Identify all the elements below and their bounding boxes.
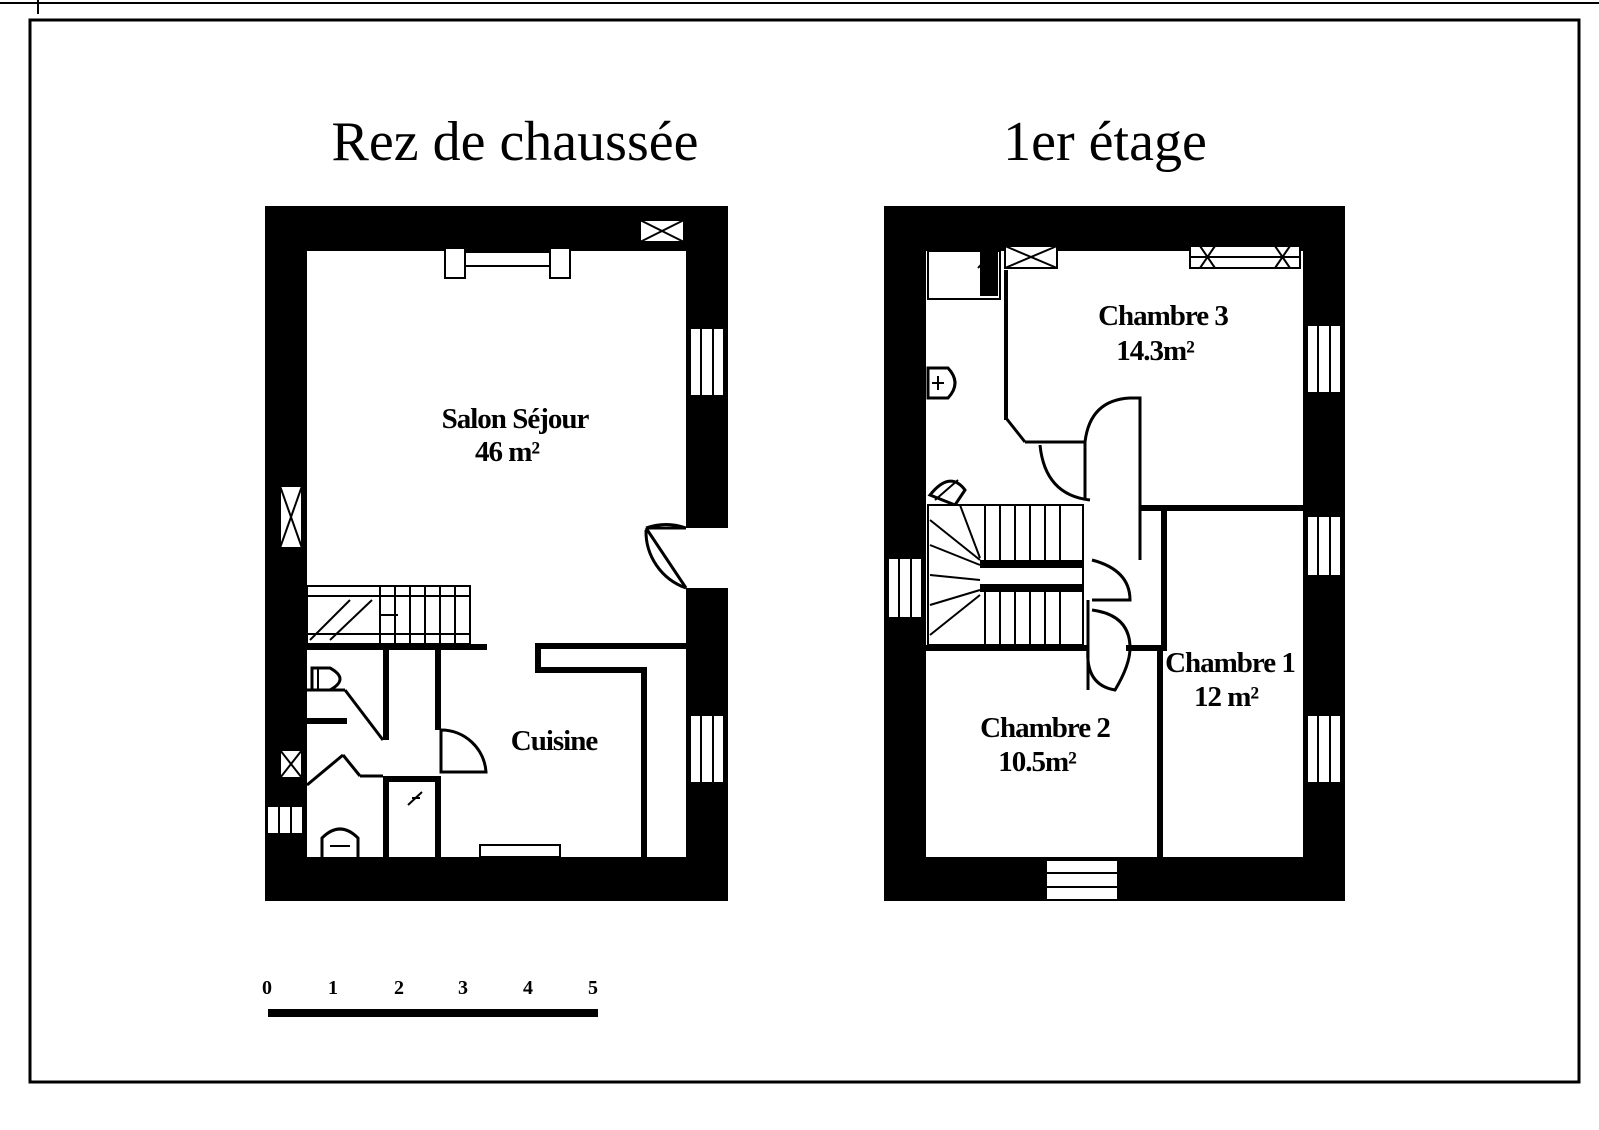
- window-icon: [689, 327, 725, 397]
- sink-icon: [927, 479, 967, 507]
- window-icon: [639, 219, 685, 243]
- room-area-chambre-2: 10.5m²: [998, 746, 1077, 778]
- window-icon: [887, 557, 923, 619]
- window-icon: [1045, 859, 1119, 901]
- window-icon: [689, 714, 725, 784]
- staircase: [927, 504, 1084, 646]
- room-label-salon: Salon Séjour: [442, 403, 590, 435]
- window-icon: [266, 805, 304, 835]
- toilet-icon: [310, 666, 342, 692]
- window-icon: [1306, 515, 1342, 577]
- scale-tick-label: 5: [588, 977, 598, 999]
- room-area-salon: 46 m²: [475, 436, 540, 468]
- shower-icon: [407, 791, 423, 806]
- shower-icon: [977, 254, 991, 269]
- room-label-cuisine: Cuisine: [511, 725, 599, 757]
- room-area-chambre-3: 14.3m²: [1116, 335, 1195, 367]
- scale-tick-label: 0: [262, 977, 272, 999]
- window-icon: [1189, 245, 1301, 269]
- window-icon: [1306, 324, 1342, 394]
- scale-tick-label: 3: [458, 977, 468, 999]
- entrance-door: [644, 523, 728, 590]
- room-label-chambre-3: Chambre 3: [1098, 300, 1228, 332]
- room-label-chambre-2: Chambre 2: [980, 712, 1110, 744]
- window-icon: [1004, 245, 1058, 269]
- scale-tick-label: 2: [394, 977, 404, 999]
- scale-tick-label: 4: [523, 977, 533, 999]
- staircase: [306, 585, 471, 645]
- first-floor-plan: Chambre 3 14.3m² Chambre 1 12 m² Chambre…: [884, 206, 1345, 901]
- first-floor-title: 1er étage: [1003, 111, 1207, 173]
- fireplace-icon: [444, 247, 571, 279]
- toilet-icon: [320, 827, 360, 857]
- drawing-frame: [28, 18, 1581, 1084]
- ground-floor-title: Rez de chaussée: [332, 111, 699, 173]
- window-icon: [1306, 714, 1342, 784]
- window-icon: [279, 749, 303, 779]
- scale-bar: 0 1 2 3 4 5: [262, 977, 598, 1017]
- toilet-icon: [926, 366, 957, 400]
- ground-floor-plan: Salon Séjour 46 m² Cuisine: [265, 206, 728, 901]
- room-area-chambre-1: 12 m²: [1194, 681, 1259, 713]
- window-icon: [279, 485, 303, 549]
- room-label-chambre-1: Chambre 1: [1165, 647, 1295, 679]
- scale-tick-label: 1: [328, 977, 338, 999]
